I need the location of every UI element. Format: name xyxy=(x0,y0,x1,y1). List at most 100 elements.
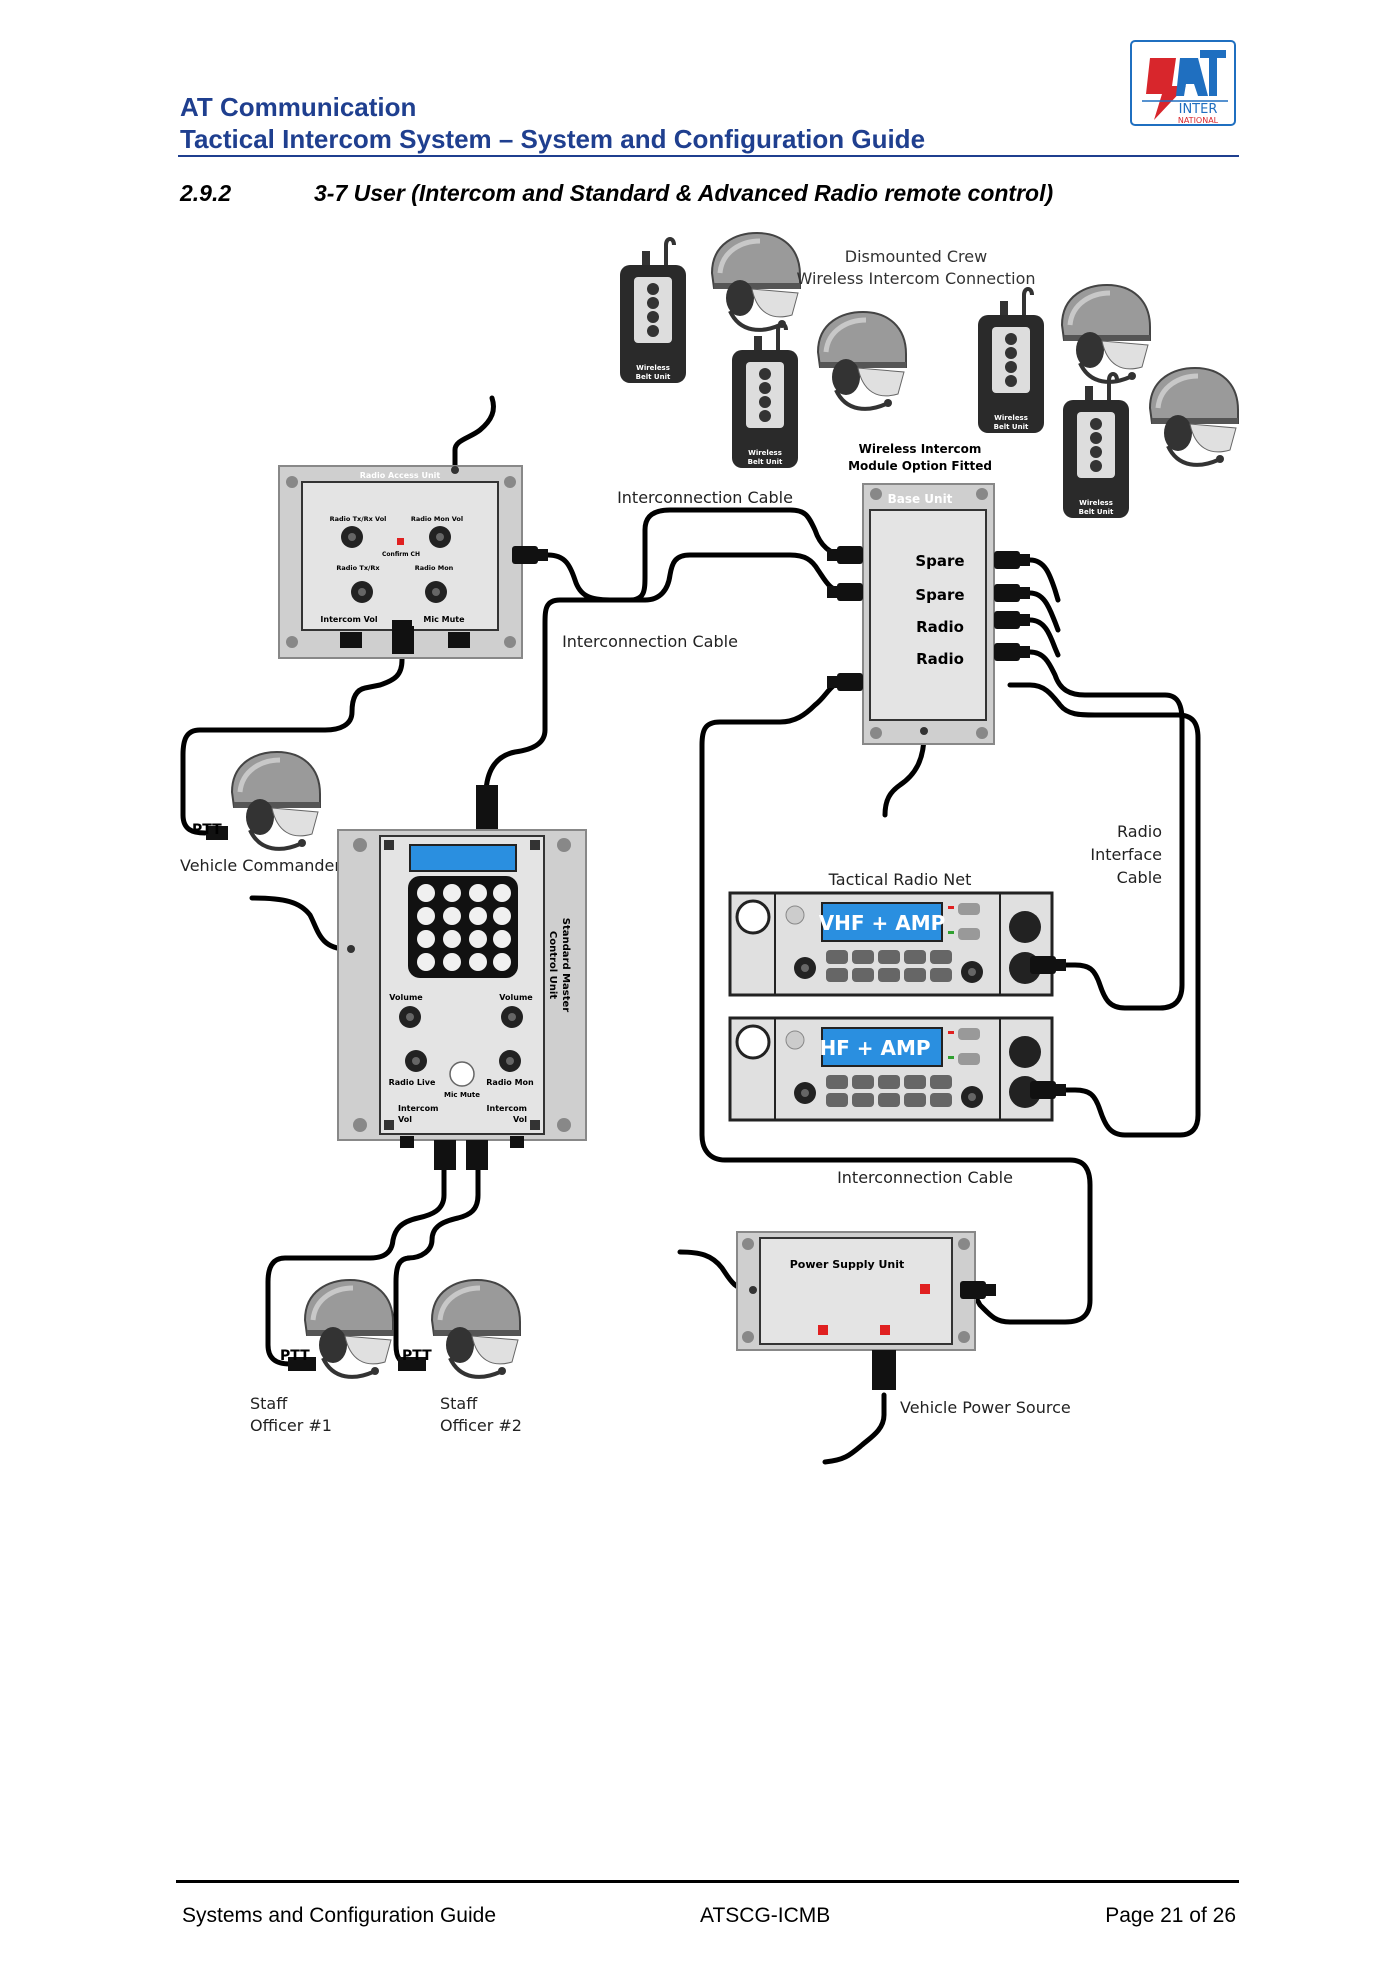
port-spare-1: Spare xyxy=(915,552,964,570)
logo-t-stem xyxy=(1209,50,1217,96)
rau-radio-mon-vol-label: Radio Mon Vol xyxy=(411,515,463,523)
header-rule xyxy=(178,155,1239,157)
wireless-intercom-connection-label: Wireless Intercom Connection xyxy=(796,269,1035,288)
smcu-radio-mon-selector xyxy=(499,1050,521,1072)
rau-radio-txrx-selector xyxy=(351,581,373,603)
radio-vhf-label: VHF + AMP xyxy=(819,911,946,935)
base-unit: Base Unit Spare Spare Radio Radio xyxy=(827,483,1030,745)
hf-volume-knob xyxy=(961,1086,983,1108)
belt-unit-label-3a: Wireless xyxy=(994,414,1028,422)
section-title: 3-7 User (Intercom and Standard & Advanc… xyxy=(314,180,1054,206)
helmet-dismounted-1 xyxy=(712,233,800,330)
officer1-ptt-label: PTT xyxy=(280,1348,310,1364)
vehicle-power-source-label: Vehicle Power Source xyxy=(900,1398,1071,1417)
wireless-belt-unit-3 xyxy=(976,287,1046,435)
helmet-staff-officer-1 xyxy=(305,1280,393,1377)
logo-bolt-shape xyxy=(1146,58,1186,120)
smcu-top-connector xyxy=(476,785,498,829)
interconnection-cable-label-top: Interconnection Cable xyxy=(617,488,793,507)
vhf-channel-knob xyxy=(794,957,816,979)
cable-layer xyxy=(180,395,1201,1465)
smcu-display xyxy=(409,844,517,872)
vhf-radio: VHF + AMP xyxy=(728,891,1066,997)
hf-channel-knob xyxy=(794,1082,816,1104)
staff-officer-1-line2: Officer #1 xyxy=(250,1416,332,1435)
footer-page-number: Page 21 of 26 xyxy=(1105,1904,1236,1927)
belt-unit-label-1b: Belt Unit xyxy=(636,373,671,381)
vhf-display xyxy=(821,902,943,942)
base-spare-connector-2 xyxy=(994,584,1030,602)
dismounted-crew-label: Dismounted Crew xyxy=(845,247,987,266)
smcu-volume-right-knob xyxy=(501,1006,523,1028)
helmet-dismounted-2 xyxy=(818,312,906,409)
belt-unit-label-2b: Belt Unit xyxy=(748,458,783,466)
vhf-volume-knob xyxy=(961,961,983,983)
helmet-dismounted-4 xyxy=(1150,368,1238,465)
radio-hf-label: HF + AMP xyxy=(819,1036,930,1060)
smcu-volume-left-label: Volume xyxy=(389,993,423,1002)
rau-radio-txrx-vol-knob xyxy=(341,526,363,548)
hf-radio: HF + AMP xyxy=(728,1016,1066,1122)
smcu-bottom-connector-1 xyxy=(434,1140,456,1170)
smcu-volume-right-label: Volume xyxy=(499,993,533,1002)
radio-interface-cable-vhf xyxy=(1007,649,1185,1011)
belt-unit-label-4a: Wireless xyxy=(1079,499,1113,507)
smcu-side-label-1: Standard Master xyxy=(560,918,571,1013)
wireless-belt-unit-1 xyxy=(618,237,688,385)
cable-smcu-officer2 xyxy=(393,1165,481,1367)
belt-unit-label-1a: Wireless xyxy=(636,364,670,372)
footer-center: ATSCG-ICMB xyxy=(700,1904,831,1927)
port-radio-2: Radio xyxy=(916,650,964,668)
radio-interface-cable-label-2: Interface xyxy=(1090,845,1162,864)
smcu-mic-mute-label: Mic Mute xyxy=(444,1091,480,1099)
rau-top-cable xyxy=(452,395,496,469)
commander-ptt-label: PTT xyxy=(192,822,222,838)
cable-rau-commander xyxy=(180,629,405,836)
psu-led-3 xyxy=(880,1325,890,1335)
radio-tail-cable xyxy=(1007,617,1061,658)
interconnection-cable-label-mid: Interconnection Cable xyxy=(562,632,738,651)
footer-rule xyxy=(176,1880,1239,1883)
smcu-keypad-keys xyxy=(417,884,511,971)
radio-access-unit: Radio Access Unit Radio Tx/Rx Vol Radio … xyxy=(278,465,548,659)
wireless-belt-unit-4 xyxy=(1061,372,1131,520)
staff-officer-2-line2: Officer #2 xyxy=(440,1416,522,1435)
base-radio-connector-1 xyxy=(994,611,1030,629)
commander-ptt-switch xyxy=(206,826,228,840)
base-unit-title: Base Unit xyxy=(888,492,953,506)
psu-bottom-connector xyxy=(872,1350,896,1390)
interconnection-cable-label-bottom: Interconnection Cable xyxy=(837,1168,1013,1187)
base-spare-connector-1 xyxy=(994,551,1030,569)
port-spare-2: Spare xyxy=(915,586,964,604)
smcu-intercom-vol-right-1: Intercom xyxy=(487,1104,527,1113)
belt-unit-labels: Wireless Belt Unit Wireless Belt Unit Wi… xyxy=(636,364,1114,516)
psu-right-connector xyxy=(960,1281,996,1299)
smcu-volume-left-knob xyxy=(399,1006,421,1028)
smcu-radio-live-label: Radio Live xyxy=(389,1078,436,1087)
hf-display xyxy=(821,1027,943,1067)
interconnection-cable-base-smcu xyxy=(483,552,865,793)
smcu-radio-live-selector xyxy=(405,1050,427,1072)
spare-cable-1 xyxy=(1007,557,1061,603)
smcu-side-label-2: Control Unit xyxy=(547,931,558,999)
psu-led-1 xyxy=(920,1284,930,1294)
company-logo: INTER NATIONAL xyxy=(1130,40,1236,126)
power-supply-unit: Power Supply Unit xyxy=(736,1231,996,1390)
vehicle-commander-label: Vehicle Commander xyxy=(180,856,341,875)
rau-intercom-vol-label: Intercom Vol xyxy=(320,615,377,624)
rau-radio-mon-label: Radio Mon xyxy=(415,564,454,572)
cable-smcu-officer1 xyxy=(265,1165,447,1367)
tactical-radio-net-label: Tactical Radio Net xyxy=(828,870,972,889)
spare-cable-2 xyxy=(1007,590,1061,633)
helmet-dismounted-3 xyxy=(1062,285,1150,382)
staff-officer-2-line1: Staff xyxy=(440,1394,478,1413)
rau-confirm-ch-label: Confirm CH xyxy=(382,551,420,558)
smcu-intercom-vol-left-2: Vol xyxy=(398,1115,412,1124)
wireless-module-label-1: Wireless Intercom xyxy=(859,442,982,456)
smcu-intercom-vol-left-1: Intercom xyxy=(398,1104,438,1113)
wireless-module-label-2: Module Option Fitted xyxy=(848,459,992,473)
rau-radio-txrx-vol-label: Radio Tx/Rx Vol xyxy=(330,515,387,523)
officer2-ptt-label: PTT xyxy=(402,1348,432,1364)
rau-right-connector xyxy=(512,546,548,564)
